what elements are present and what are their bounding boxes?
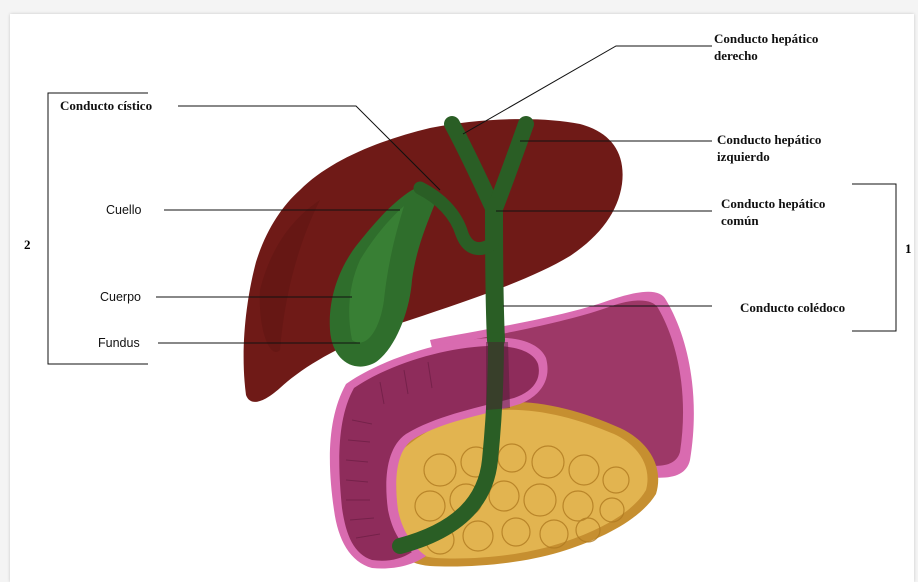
bracket-number-right: 1 <box>905 241 912 257</box>
label-cystic-duct: Conducto cístico <box>60 97 152 114</box>
label-fundus: Fundus <box>98 335 140 352</box>
duct-through-duodenum <box>486 342 510 410</box>
label-left-hepatic-duct: Conducto hepático izquierdo <box>717 131 821 165</box>
label-common-bile-duct: Conducto colédoco <box>740 299 845 316</box>
bracket-number-left: 2 <box>24 237 31 253</box>
label-neck: Cuello <box>106 202 141 219</box>
label-common-hepatic-duct: Conducto hepático común <box>721 195 825 229</box>
label-body: Cuerpo <box>100 289 141 306</box>
label-right-hepatic-duct: Conducto hepático derecho <box>714 30 818 64</box>
